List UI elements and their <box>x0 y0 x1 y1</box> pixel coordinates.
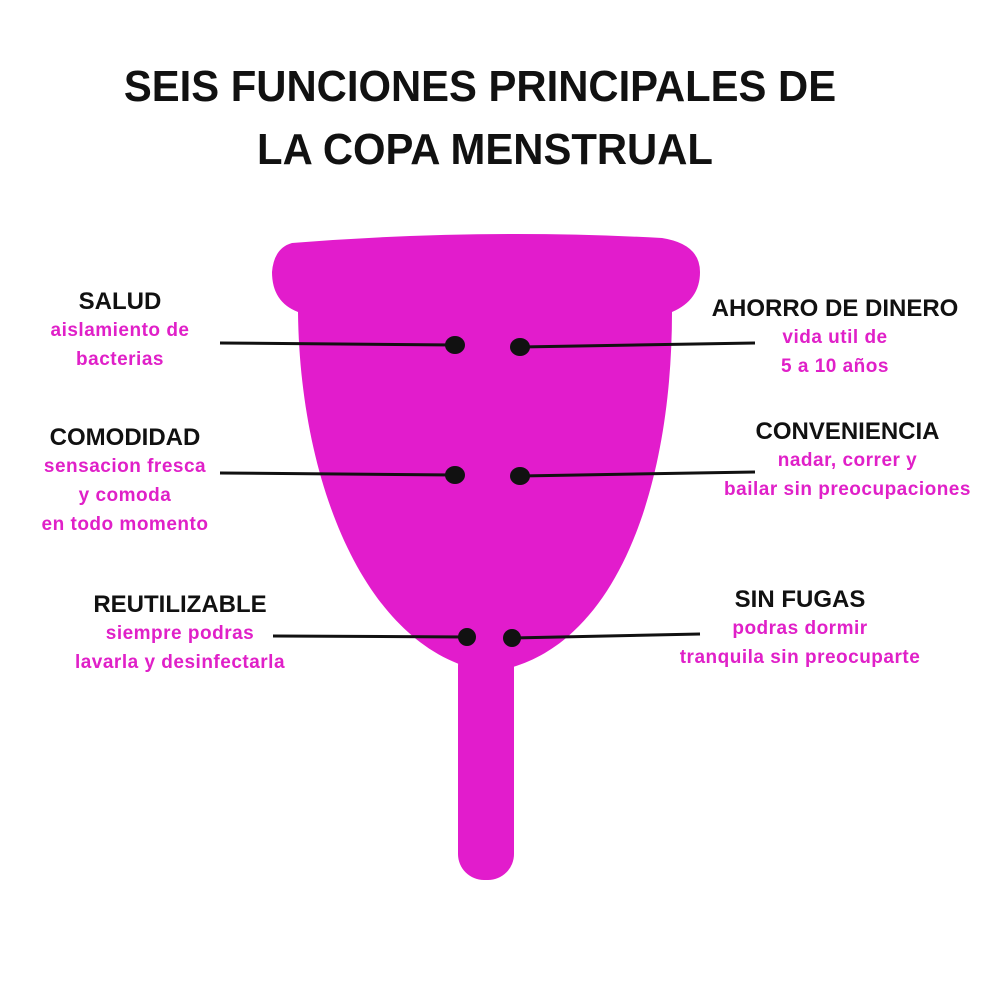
function-desc: 5 a 10 años <box>781 356 889 377</box>
function-desc: y comoda <box>78 485 172 506</box>
dot-comodidad <box>445 466 465 484</box>
function-desc: tranquila sin preocuparte <box>679 647 921 668</box>
title-line-1: SEIS FUNCIONES PRINCIPALES DE <box>123 62 837 111</box>
connector-lines <box>219 341 756 640</box>
dot-salud <box>445 336 465 354</box>
function-conveniencia: CONVENIENCIA nadar, correr y bailar sin … <box>700 417 995 504</box>
function-comodidad: COMODIDAD sensacion fresca y comoda en t… <box>20 423 230 539</box>
dot-sin-fugas <box>503 629 521 647</box>
function-desc: sensacion fresca <box>43 456 207 477</box>
function-desc: aislamiento de <box>50 320 190 341</box>
dot-reutilizable <box>458 628 476 646</box>
cup-stem <box>458 640 514 880</box>
function-title: SIN FUGAS <box>734 586 866 613</box>
function-desc: en todo momento <box>41 514 209 535</box>
connector-conveniencia <box>519 470 756 478</box>
function-title: CONVENIENCIA <box>755 418 940 445</box>
function-salud: SALUD aislamiento de bacterias <box>20 287 220 374</box>
connector-sin-fugas <box>511 632 701 640</box>
function-sin-fugas: SIN FUGAS podras dormir tranquila sin pr… <box>650 585 950 672</box>
connector-comodidad <box>219 471 456 477</box>
connector-ahorro <box>519 341 756 349</box>
function-desc: bailar sin preocupaciones <box>724 479 971 500</box>
cup-body <box>272 234 700 672</box>
function-title: AHORRO DE DINERO <box>711 295 959 322</box>
function-title: SALUD <box>78 288 162 315</box>
function-reutilizable: REUTILIZABLE siempre podras lavarla y de… <box>40 590 320 677</box>
connector-reutilizable <box>272 634 468 639</box>
title-line-2: LA COPA MENSTRUAL <box>257 125 713 174</box>
connector-salud <box>219 341 456 347</box>
function-title: REUTILIZABLE <box>93 591 267 618</box>
function-ahorro-de-dinero: AHORRO DE DINERO vida util de 5 a 10 año… <box>690 294 980 381</box>
function-desc: podras dormir <box>732 618 868 639</box>
function-desc: vida util de <box>782 327 888 348</box>
dot-ahorro <box>510 338 530 356</box>
function-title: COMODIDAD <box>49 424 201 451</box>
function-desc: bacterias <box>76 349 164 370</box>
function-desc: siempre podras <box>105 623 255 644</box>
function-desc: nadar, correr y <box>777 450 918 471</box>
function-desc: lavarla y desinfectarla <box>74 652 286 673</box>
dot-conveniencia <box>510 467 530 485</box>
